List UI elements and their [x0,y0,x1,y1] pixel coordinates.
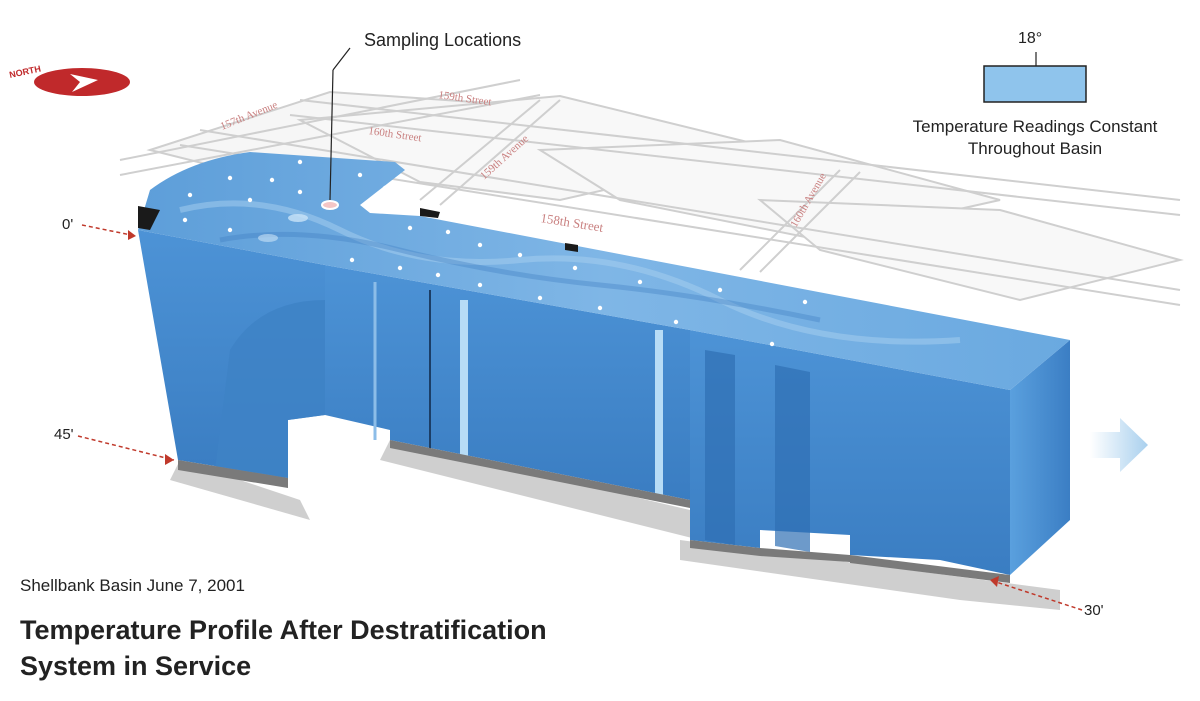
depth-label-middle: 45' [54,426,74,443]
basin-body [138,230,1070,583]
depth-markers [77,224,1083,611]
callout-leader [332,47,351,71]
north-arrow-icon: NORTH [8,64,130,96]
legend-caption: Temperature Readings Constant Throughout… [870,116,1200,160]
flow-arrow-icon [1090,418,1148,472]
sampling-points [182,159,808,347]
callout-leader [329,69,334,201]
legend-temperature: 18° [1018,30,1043,47]
depth-label-bottom: 30' [1084,602,1104,619]
diagram-subtitle: Shellbank Basin June 7, 2001 [20,576,245,595]
sampling-locations-callout: Sampling Locations [364,30,522,50]
diagram-title: Temperature Profile After Destratificati… [20,615,547,681]
sampling-location-marker [321,200,339,210]
depth-label-top: 0' [62,216,74,233]
legend-caption-line: Throughout Basin [967,139,1103,158]
basin-shadow [170,440,1060,610]
street-label: 158th Street [540,210,605,235]
water-surface [138,152,1070,390]
legend-caption-line: Temperature Readings Constant [912,117,1158,136]
legend-swatch [983,65,1087,103]
